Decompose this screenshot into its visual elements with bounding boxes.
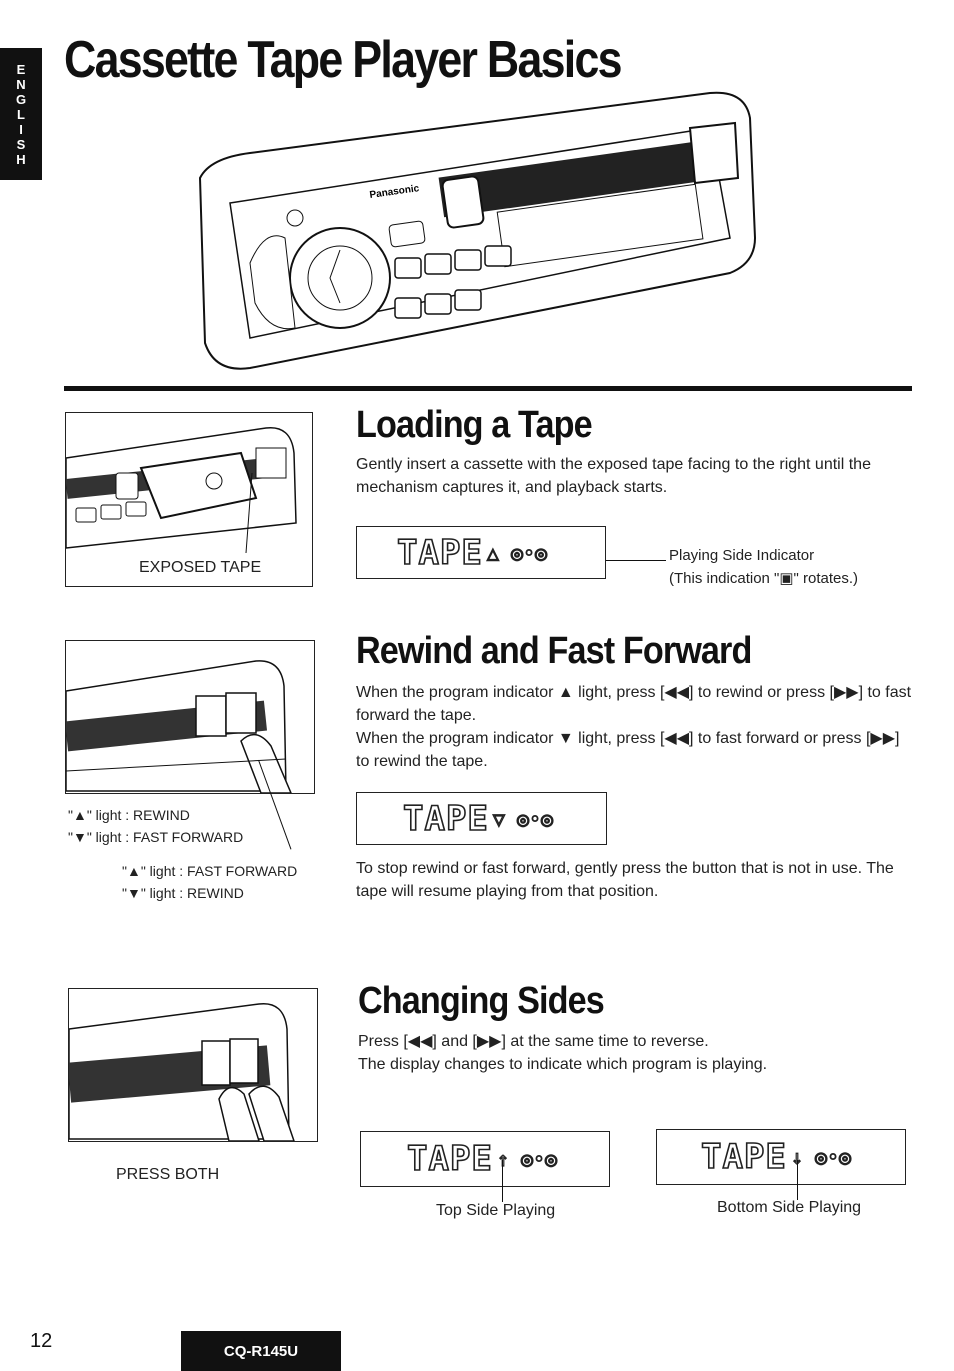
- bottom-side-leader: [797, 1160, 798, 1200]
- rewind-heading: Rewind and Fast Forward: [356, 630, 752, 672]
- top-side-indicator-icon: ↑ ◎◦◎: [496, 1146, 558, 1171]
- changing-body-1: Press [◀◀] and [▶▶] at the same time to …: [358, 1033, 709, 1050]
- page-title: Cassette Tape Player Basics: [64, 31, 623, 89]
- lcd-tape-text: TAPE: [406, 1138, 493, 1180]
- reel-indicator-icon: ▽ ◎◦◎: [492, 806, 554, 831]
- reverse-label-down: "▼" light : REWIND: [122, 885, 244, 901]
- loading-heading: Loading a Tape: [356, 404, 593, 446]
- bottom-side-indicator-icon: ↓ ◎◦◎: [790, 1144, 852, 1169]
- lcd-tape-text: TAPE: [402, 798, 489, 840]
- language-letter: E: [16, 61, 26, 77]
- press-both-caption: PRESS BOTH: [116, 1166, 220, 1183]
- model-number: CQ-R145U: [181, 1331, 341, 1371]
- playing-side-indicator-label: Playing Side Indicator: [669, 547, 815, 564]
- cassette-insert-illustration: [66, 426, 297, 554]
- button-press-illustration: [66, 660, 292, 793]
- rewind-label-down: "▼" light : FAST FORWARD: [68, 829, 244, 845]
- indicator-note: (This indication "▣" rotates.): [669, 570, 859, 587]
- indicator-leader-line: [606, 560, 666, 561]
- press-both-illustration: [69, 1002, 295, 1141]
- exposed-tape-caption: EXPOSED TAPE: [139, 559, 262, 576]
- language-letter: N: [16, 76, 26, 92]
- language-letter: I: [19, 121, 23, 137]
- changing-figure: [68, 988, 318, 1142]
- rewind-figure: [65, 640, 315, 794]
- rewind-body-1: When the program indicator ▲ light, pres…: [356, 684, 912, 724]
- language-letter: G: [15, 91, 27, 107]
- lcd-display-bottom-side: TAPE ↓ ◎◦◎: [656, 1129, 906, 1185]
- bottom-side-label: Bottom Side Playing: [717, 1199, 862, 1216]
- rewind-stop-text: To stop rewind or fast forward, gently p…: [356, 860, 894, 900]
- car-stereo-illustration: Panasonic: [198, 91, 757, 370]
- lcd-tape-text: TAPE: [700, 1136, 787, 1178]
- loading-body: Gently insert a cassette with the expose…: [356, 456, 871, 496]
- rewind-label-up: "▲" light : REWIND: [68, 807, 190, 823]
- top-side-label: Top Side Playing: [436, 1202, 556, 1219]
- page-number: 12: [30, 1330, 53, 1352]
- loading-figure: EXPOSED TAPE: [65, 412, 313, 587]
- changing-body-2: The display changes to indicate which pr…: [358, 1056, 768, 1073]
- changing-heading: Changing Sides: [358, 980, 605, 1022]
- language-letter: L: [17, 106, 25, 122]
- lcd-tape-text: TAPE: [396, 532, 483, 574]
- lcd-display-top-side: TAPE ↑ ◎◦◎: [360, 1131, 610, 1187]
- language-letter: H: [16, 151, 26, 167]
- rewind-body-2: When the program indicator ▼ light, pres…: [356, 730, 900, 770]
- top-side-leader: [502, 1160, 503, 1202]
- lcd-display-rewind: TAPE ▽ ◎◦◎: [356, 792, 607, 845]
- lcd-display-loading: TAPE △ ◎◦◎: [356, 526, 606, 579]
- language-letter: S: [16, 136, 26, 152]
- section-divider: [64, 386, 912, 391]
- reverse-label-up: "▲" light : FAST FORWARD: [122, 863, 298, 879]
- playing-side-indicator-icon: △ ◎◦◎: [486, 540, 548, 565]
